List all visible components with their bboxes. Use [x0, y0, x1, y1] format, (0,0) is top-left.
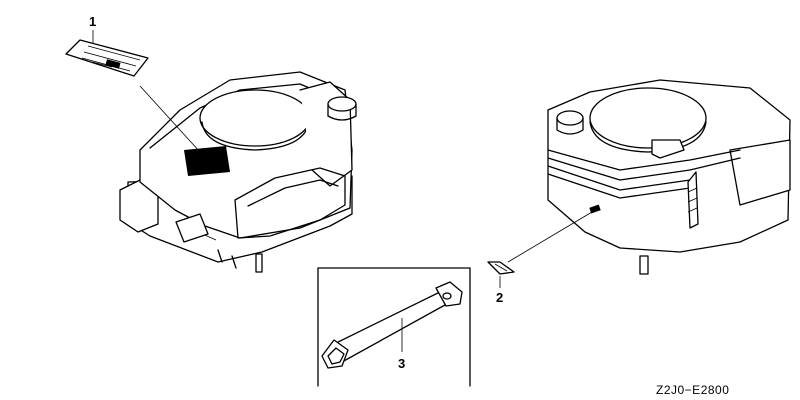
- spark-plug-wrench: [321, 281, 463, 369]
- callout-2: 2: [496, 290, 503, 305]
- label-location-patch: [184, 146, 230, 176]
- leader-line-mark: [507, 211, 593, 263]
- callout-3: 3: [398, 356, 405, 371]
- callout-1: 1: [89, 14, 96, 29]
- engine-left-view: [119, 71, 357, 273]
- tool-box: [317, 267, 471, 387]
- leader-line-label: [139, 85, 201, 153]
- drawing-code: Z2J0−E2800: [656, 383, 729, 397]
- emission-mark: [487, 261, 515, 275]
- caution-label: [65, 39, 149, 77]
- engine-right-view: [547, 79, 791, 275]
